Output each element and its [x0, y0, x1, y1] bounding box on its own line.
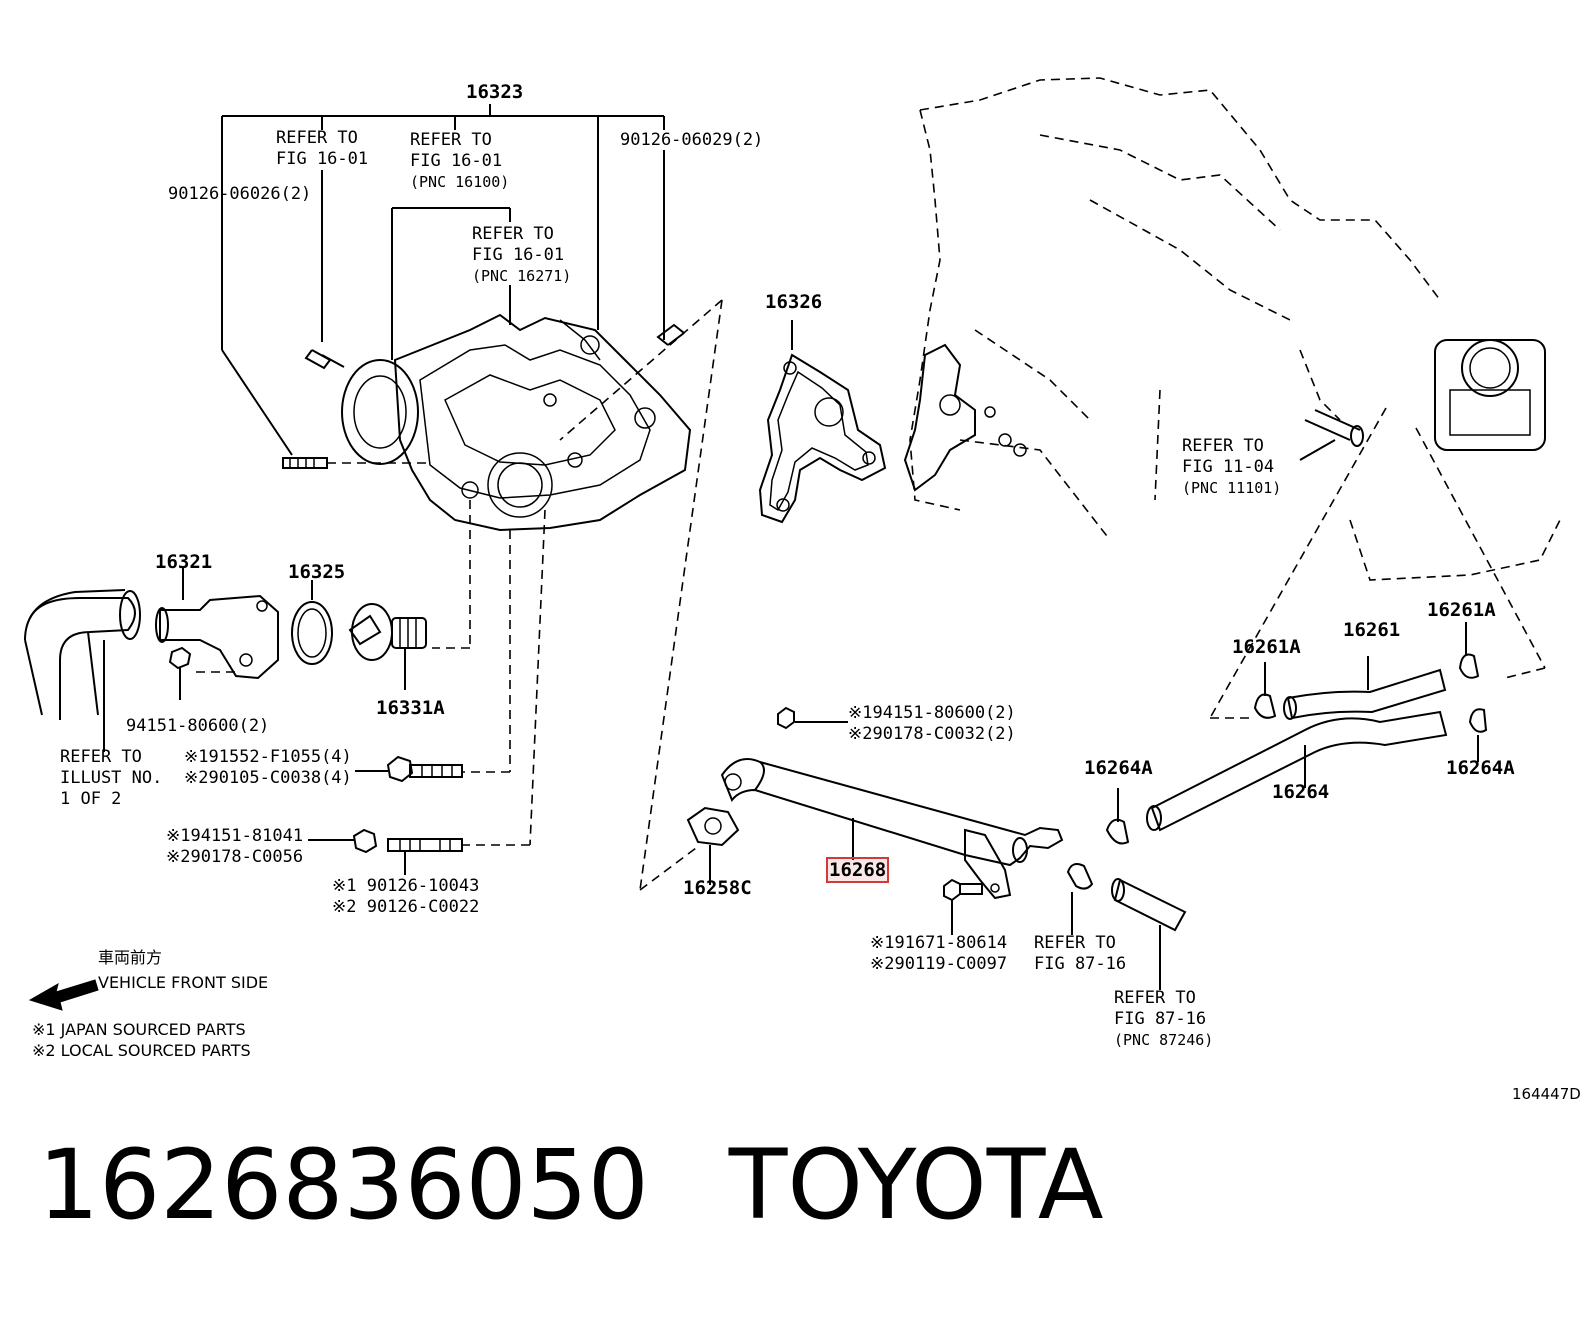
part-number-16321: 16321: [155, 551, 213, 573]
part-number-16261: 16261: [1343, 619, 1401, 641]
bolt-label-90126-06029: 90126-06029(2): [620, 130, 764, 150]
hoses-drawing: [1105, 622, 1488, 845]
part-number-16325: 16325: [288, 561, 346, 583]
gasket-16326-drawing: [758, 320, 887, 524]
legend-local-sourced: ※2 LOCAL SOURCED PARTS: [32, 1041, 251, 1060]
stud-label-90126-10043: ※1 90126-10043※2 90126-C0022: [332, 876, 480, 917]
water-pump-drawing: [282, 313, 692, 532]
part-number-16326: 16326: [765, 291, 823, 313]
front-arrow-icon: [28, 979, 99, 1011]
figure-id: 164447D: [1512, 1085, 1581, 1103]
part-number-16261a-left: 16261A: [1232, 636, 1301, 658]
part-number-16264a-right: 16264A: [1446, 757, 1515, 779]
pipe-16268-drawing: [686, 706, 1187, 990]
part-number-16323: 16323: [466, 81, 524, 103]
part-number-16264a-left: 16264A: [1084, 757, 1153, 779]
nut-label-194151-81041: ※194151-81041※290178-C0056: [166, 826, 304, 867]
vehicle-front-jp: 車両前方: [98, 948, 163, 967]
nut-label-194151-80600: ※194151-80600(2)※290178-C0032(2): [848, 703, 1016, 744]
part-number-16268-highlighted: 16268: [825, 857, 890, 883]
caption: 1626836050 TOYOTA: [38, 1130, 1104, 1240]
bracket-16323: [221, 104, 665, 456]
part-number-16331a: 16331A: [376, 697, 445, 719]
bolt-label-191671: ※191671-80614※290119-C0097: [870, 933, 1008, 974]
part-number-16264: 16264: [1272, 781, 1330, 803]
bolt-label-90126-06026: 90126-06026(2): [168, 184, 312, 204]
bolt-label-191552: ※191552-F1055(4)※290105-C0038(4): [184, 747, 352, 788]
dashed-guides: [196, 299, 1546, 891]
engine-block-drawing: [903, 77, 1561, 581]
vehicle-front-en: VEHICLE FRONT SIDE: [98, 973, 269, 992]
nut-label-94151-80600: 94151-80600(2): [126, 716, 270, 736]
thermostat-group-drawing: [24, 568, 463, 875]
caption-part-number: 1626836050: [38, 1129, 649, 1241]
caption-brand: TOYOTA: [728, 1129, 1104, 1241]
legend-japan-sourced: ※1 JAPAN SOURCED PARTS: [32, 1020, 246, 1039]
part-number-16258c: 16258C: [683, 877, 752, 899]
part-number-16261a-right: 16261A: [1427, 599, 1496, 621]
